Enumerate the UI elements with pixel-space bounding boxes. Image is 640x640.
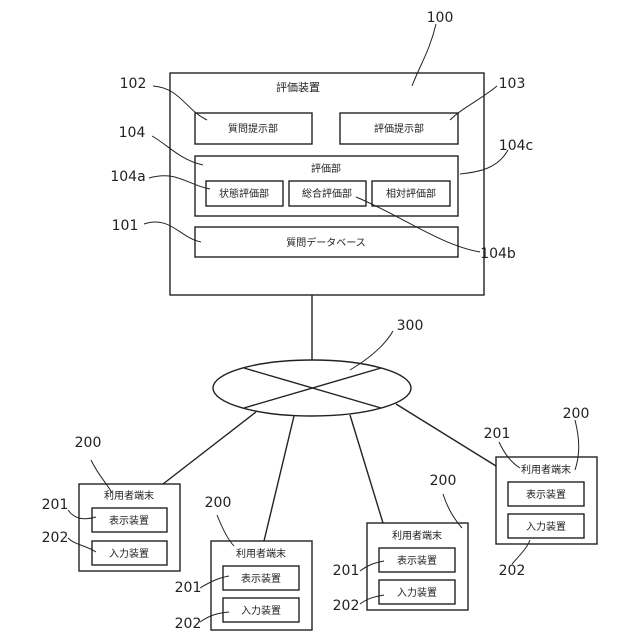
evaluation-device-box — [170, 73, 484, 295]
ref-104a: 104a — [110, 169, 145, 185]
ref-104: 104 — [119, 125, 146, 141]
ref-104b: 104b — [480, 246, 516, 262]
leader-202-2 — [200, 612, 229, 622]
ref-102: 102 — [120, 76, 147, 92]
ref-101: 101 — [112, 218, 139, 234]
overall-evaluator-label: 総合評価部 — [302, 187, 352, 200]
ref-300: 300 — [397, 318, 424, 334]
ref-200-3: 200 — [430, 473, 457, 489]
leader-201-4 — [499, 442, 520, 468]
ref-202-2: 202 — [175, 616, 202, 632]
ref-201-4: 201 — [484, 426, 511, 442]
display-device-1-label: 表示装置 — [109, 514, 149, 527]
evaluator-title: 評価部 — [311, 162, 341, 175]
network-link-terminal-1 — [163, 412, 256, 484]
leader-103 — [450, 86, 497, 120]
ref-100: 100 — [427, 10, 454, 26]
question-database-label: 質問データベース — [286, 236, 366, 249]
network-link-terminal-2 — [264, 416, 294, 541]
leader-200-4 — [575, 420, 579, 470]
leader-201-2 — [200, 576, 229, 588]
leader-201-3 — [360, 561, 384, 571]
ref-202-3: 202 — [333, 598, 360, 614]
state-evaluator-label: 状態評価部 — [219, 187, 269, 200]
ref-200-1: 200 — [75, 435, 102, 451]
leader-101 — [144, 222, 201, 242]
question-presenter-label: 質問提示部 — [228, 122, 278, 135]
user-terminal-1-title: 利用者端末 — [104, 489, 154, 502]
leader-202-3 — [360, 595, 384, 604]
display-device-4-label: 表示装置 — [526, 488, 566, 501]
user-terminal-2-title: 利用者端末 — [236, 547, 286, 560]
ref-202-1: 202 — [42, 530, 69, 546]
user-terminal-3-title: 利用者端末 — [392, 529, 442, 542]
leader-100 — [412, 24, 436, 86]
leader-300 — [350, 331, 393, 370]
input-device-1-label: 入力装置 — [109, 547, 149, 560]
ref-201-3: 201 — [333, 563, 360, 579]
leader-104a — [149, 176, 210, 189]
ref-201-2: 201 — [175, 580, 202, 596]
relative-evaluator-label: 相対評価部 — [386, 187, 436, 200]
input-device-3-label: 入力装置 — [397, 586, 437, 599]
evaluation-device-title: 評価装置 — [276, 80, 320, 94]
ref-202-4: 202 — [499, 563, 526, 579]
network-link-terminal-4 — [396, 404, 496, 466]
input-device-4-label: 入力装置 — [526, 520, 566, 533]
ref-200-2: 200 — [205, 495, 232, 511]
leader-104b — [356, 197, 480, 252]
user-terminal-4-title: 利用者端末 — [521, 463, 571, 476]
display-device-3-label: 表示装置 — [397, 554, 437, 567]
ref-200-4: 200 — [563, 406, 590, 422]
display-device-2-label: 表示装置 — [241, 572, 281, 585]
input-device-2-label: 入力装置 — [241, 604, 281, 617]
ref-201-1: 201 — [42, 497, 69, 513]
ref-103: 103 — [499, 76, 526, 92]
network-link-terminal-3 — [350, 415, 383, 523]
evaluation-presenter-label: 評価提示部 — [374, 122, 424, 135]
leader-102 — [153, 86, 207, 120]
ref-104c: 104c — [499, 138, 533, 154]
leader-200-1 — [91, 460, 112, 493]
